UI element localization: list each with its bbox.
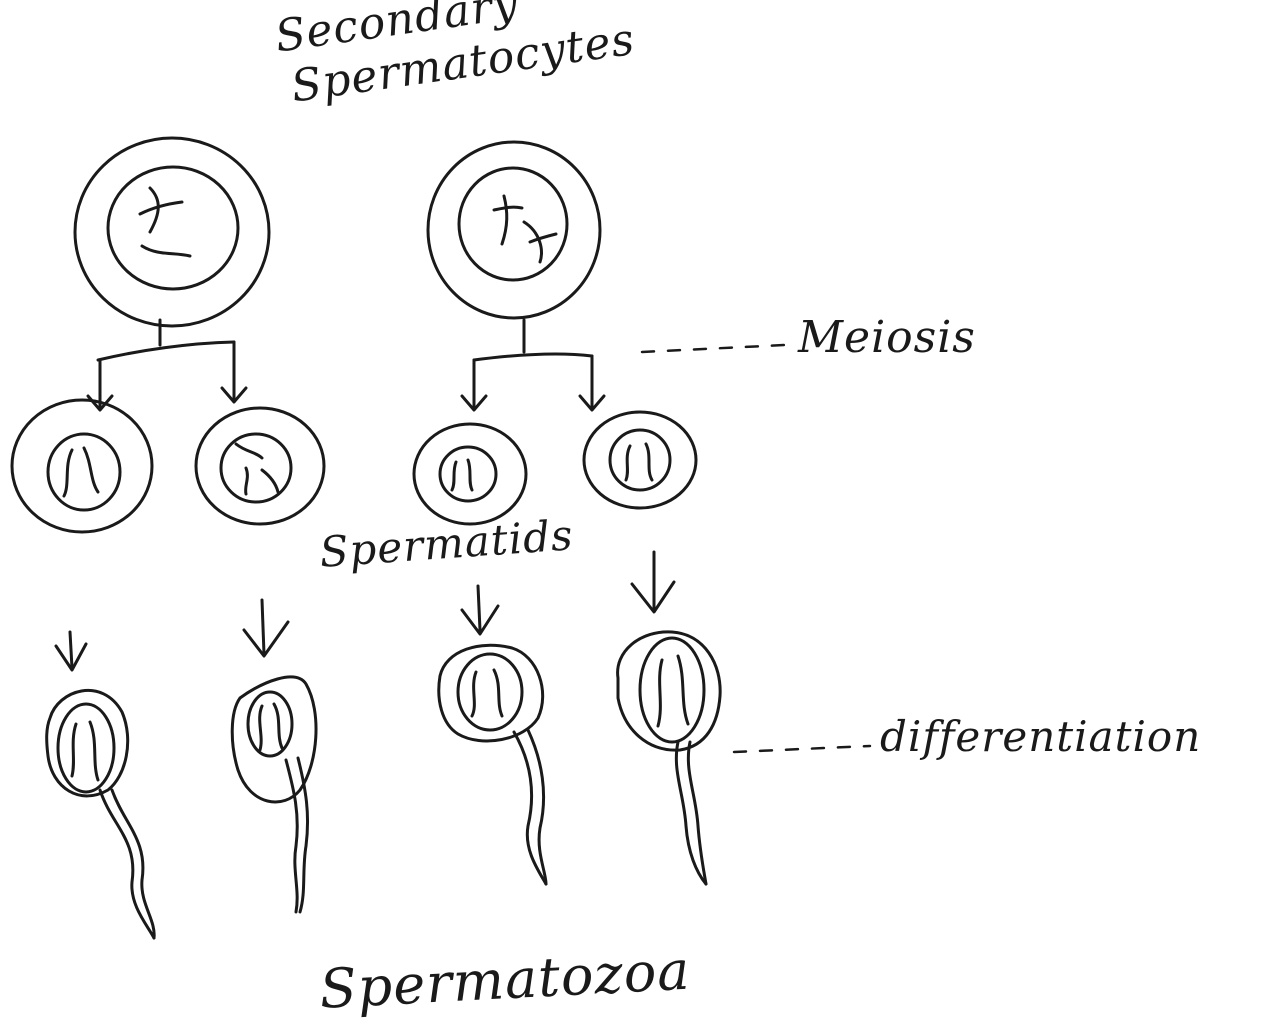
spermatid-2 (196, 408, 324, 524)
chromosome (494, 207, 522, 210)
secondary-spermatocyte-right (428, 142, 600, 318)
spermatozoon-2 (232, 677, 316, 912)
chromosome (140, 202, 182, 214)
spermatozoon-1 (47, 690, 154, 938)
secondary-spermatocyte-left (75, 138, 269, 326)
meiosis-branch-left (88, 320, 246, 410)
chromosome (524, 222, 541, 262)
meiosis-branch-right (462, 320, 604, 410)
chromosome (530, 234, 556, 242)
spermatozoon-3 (439, 645, 546, 884)
meiosis-label: Meiosis (798, 312, 976, 363)
chromosome (142, 246, 190, 256)
differentiation-pointer-line (734, 746, 870, 752)
spermatid-1 (12, 400, 152, 532)
differentiation-arrow-3 (462, 586, 498, 634)
spermatid-3 (414, 424, 526, 524)
differentiation-arrow-1 (56, 632, 86, 670)
chromosome (502, 196, 507, 244)
differentiation-arrow-2 (244, 600, 288, 656)
spermatid-4 (584, 412, 696, 508)
spermatozoon-4 (618, 632, 721, 884)
differentiation-arrow-4 (632, 552, 674, 612)
differentiation-label: differentiation (880, 712, 1202, 761)
meiosis-pointer-line (642, 345, 785, 352)
